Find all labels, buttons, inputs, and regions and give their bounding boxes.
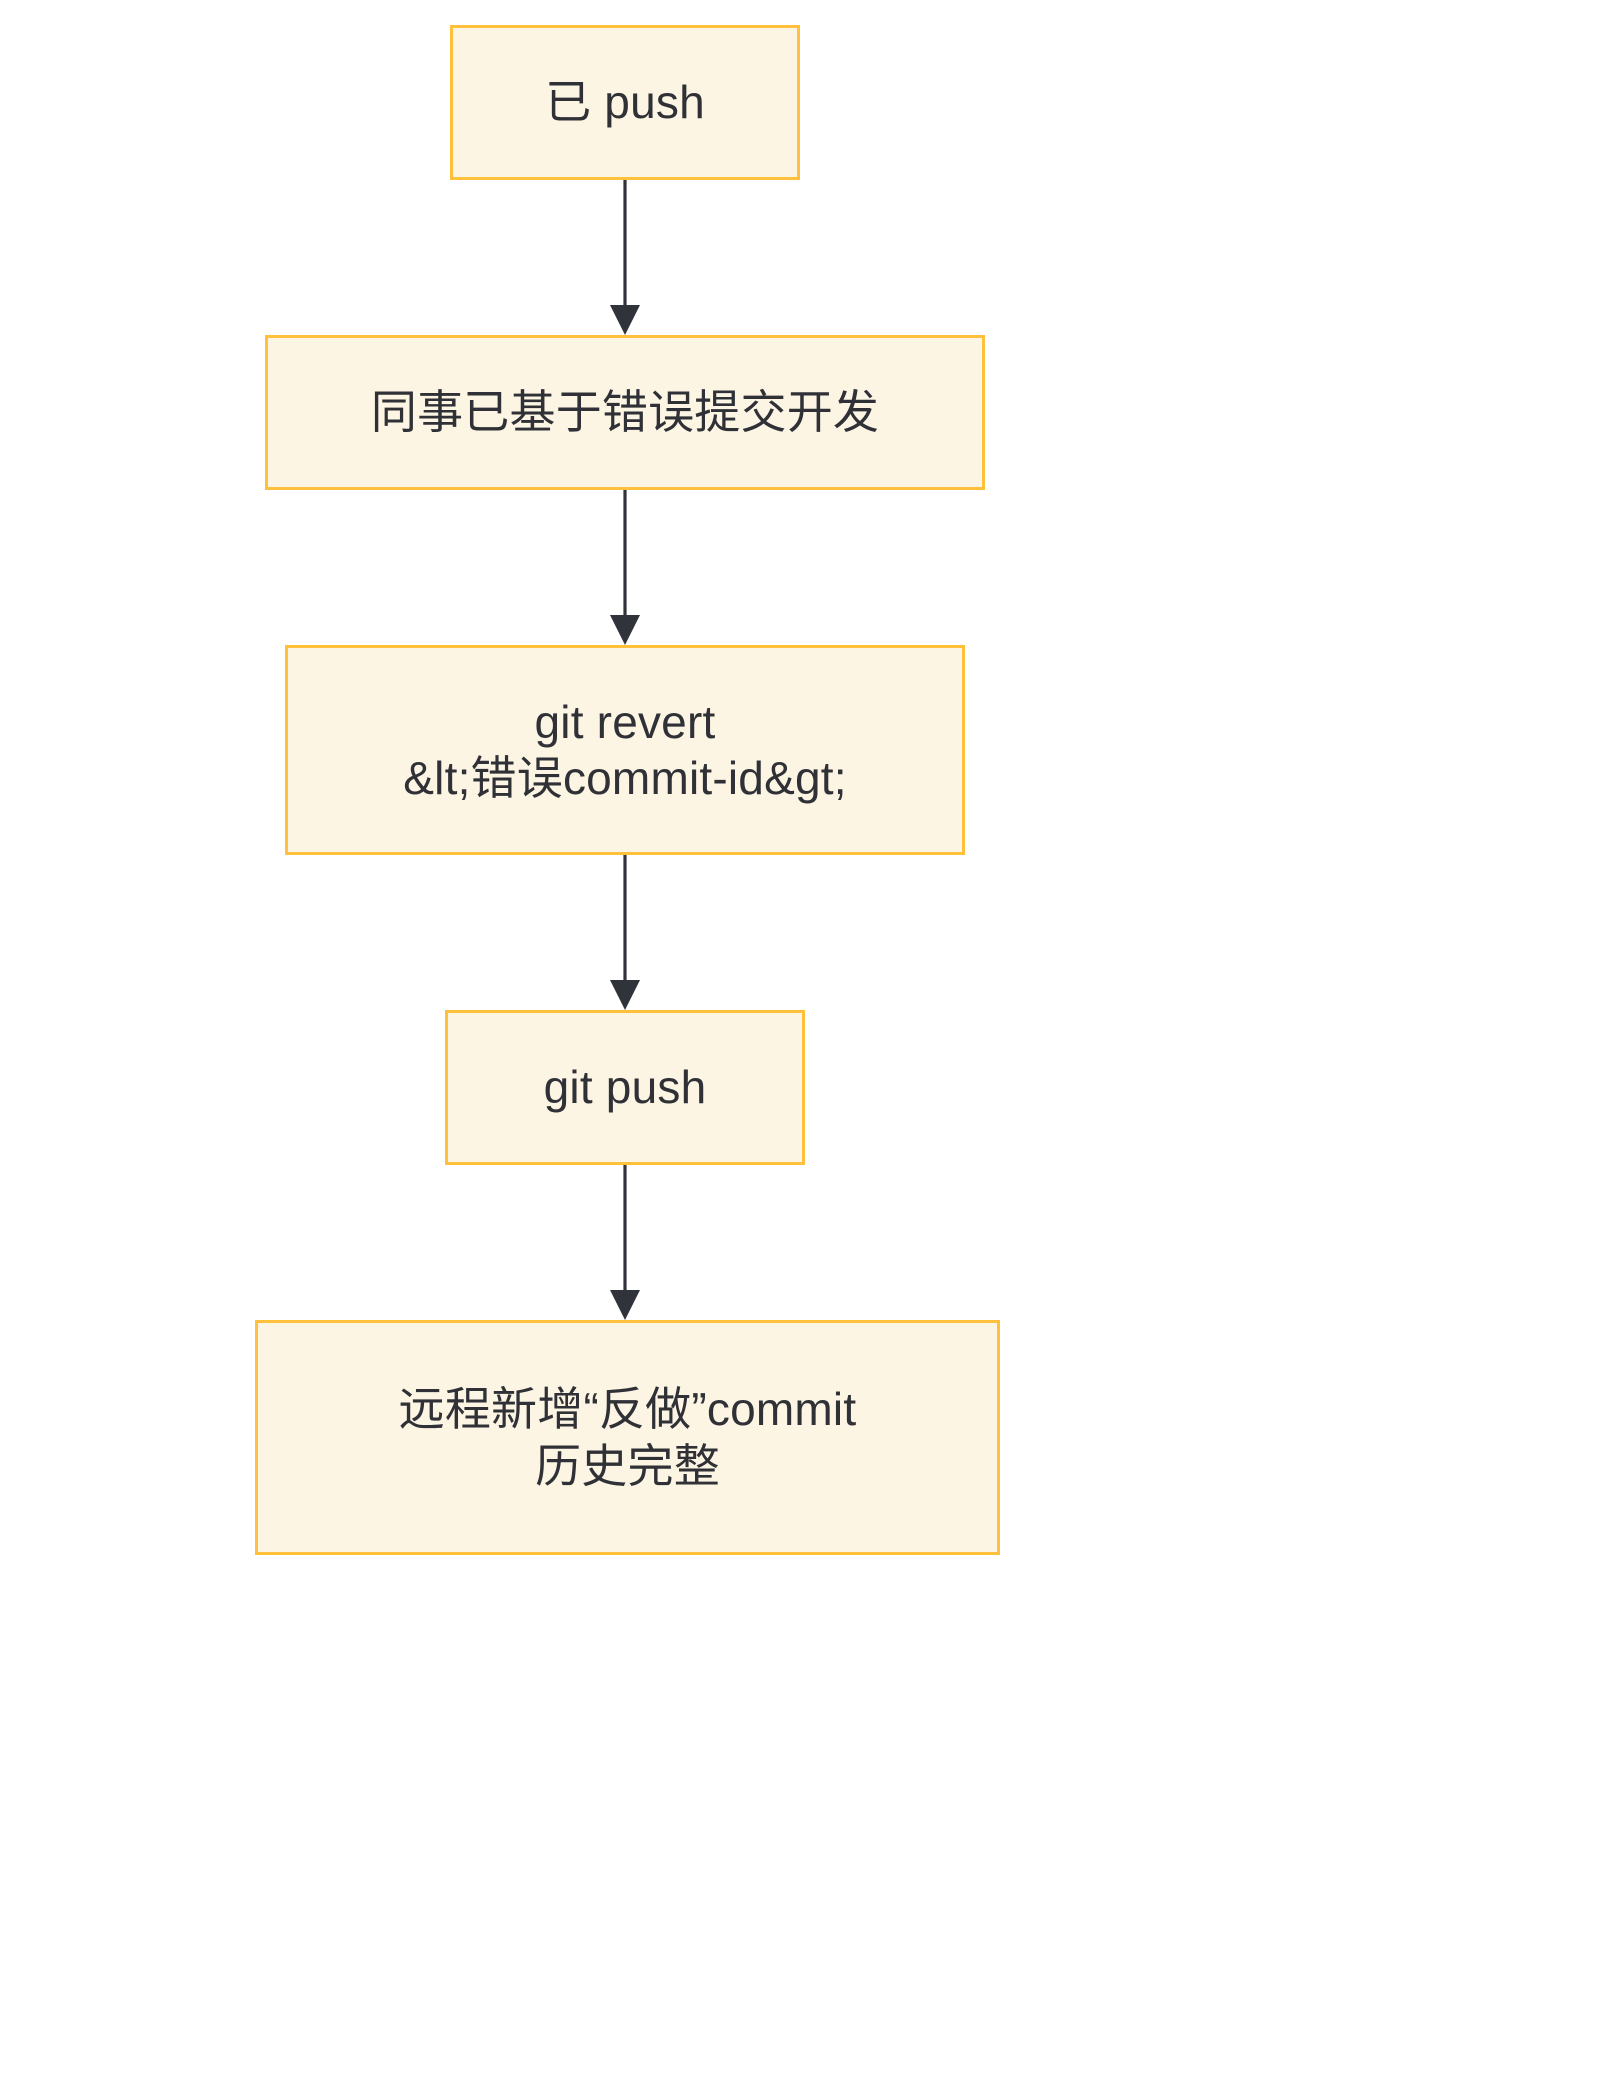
node-label: 同事已基于错误提交开发: [370, 386, 880, 439]
node-label: 远程新增“反做”commit 历史完整: [398, 1383, 857, 1492]
node-label: git revert &lt;错误commit-id&gt;: [403, 695, 847, 804]
flowchart-node-git-push[interactable]: git push: [445, 1010, 805, 1165]
edge-git-push-to-远程新增反做commit: [610, 1165, 640, 1320]
flowchart-node-remote-adds-revert-commit[interactable]: 远程新增“反做”commit 历史完整: [255, 1320, 1000, 1555]
flowchart-node-git-revert[interactable]: git revert &lt;错误commit-id&gt;: [285, 645, 965, 855]
node-label: 已 push: [545, 76, 705, 129]
flowchart-node-colleague-built-on-bad-commit[interactable]: 同事已基于错误提交开发: [265, 335, 985, 490]
node-label: git push: [543, 1061, 707, 1114]
edge-同事已基于错误提交开发-to-git-revert: [610, 490, 640, 645]
edge-git-revert-to-git-push: [610, 855, 640, 1010]
flowchart-node-already-pushed[interactable]: 已 push: [450, 25, 800, 180]
edge-已push-to-同事已基于错误提交开发: [610, 180, 640, 335]
